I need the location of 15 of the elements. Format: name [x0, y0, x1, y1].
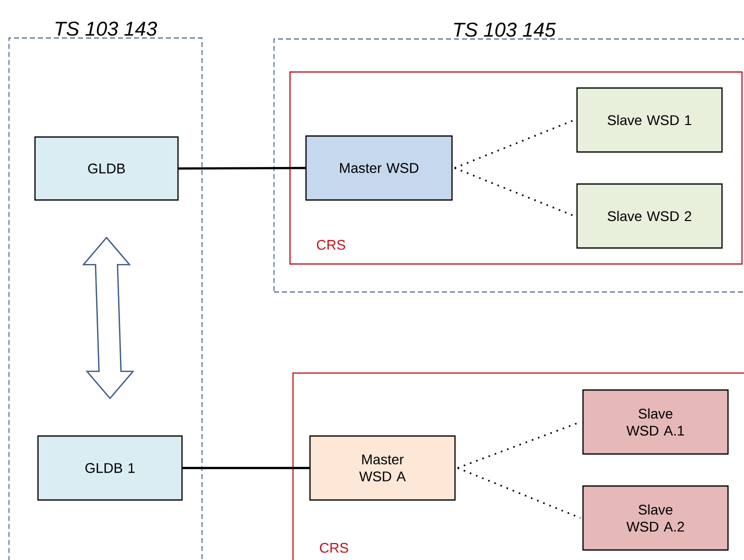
connector-line	[178, 166, 306, 170]
process-box: Slave WSD A.1	[582, 389, 729, 455]
process-box: Slave WSD 1	[576, 87, 723, 153]
dotted-line	[457, 467, 581, 519]
process-box: Slave WSD A.2	[582, 485, 729, 551]
process-box: Master WSD A	[309, 435, 456, 501]
node-label: TS 103 143	[56, 22, 158, 36]
dotted-line	[454, 167, 575, 217]
dotted-line	[454, 119, 575, 169]
process-box: GLDB	[34, 136, 179, 201]
node-label: TS 103 145	[454, 22, 556, 37]
process-box: Slave WSD 2	[576, 183, 723, 249]
process-box: GLDB 1	[37, 435, 183, 501]
connector-line	[182, 466, 310, 470]
process-box: Master WSD	[305, 135, 453, 201]
